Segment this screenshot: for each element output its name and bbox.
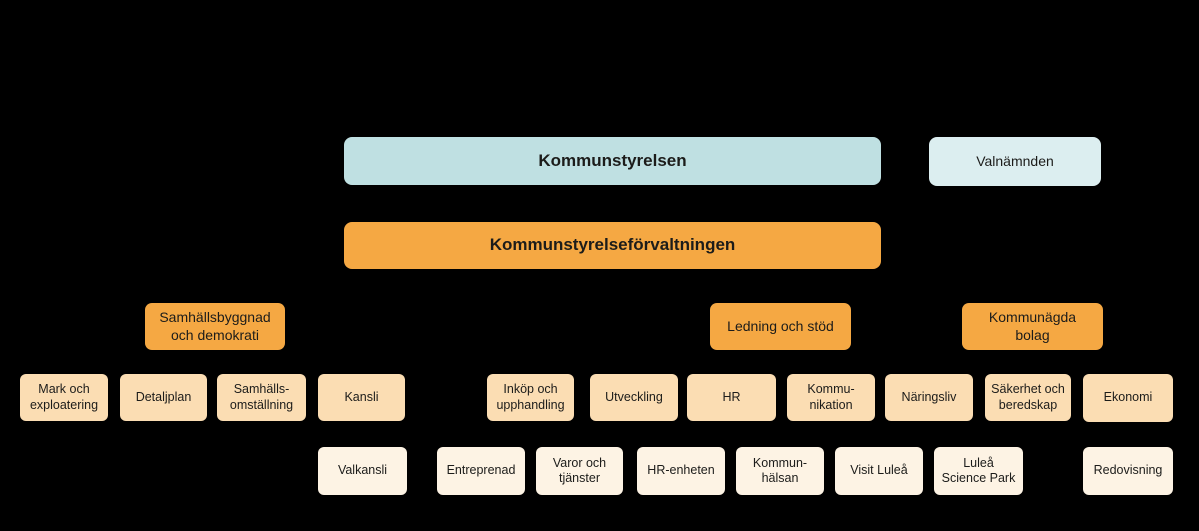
org-box-detaljplan: Detaljplan bbox=[120, 374, 207, 421]
org-box-ekonomi: Ekonomi bbox=[1083, 374, 1173, 422]
org-box-hr-enheten: HR-enheten bbox=[637, 447, 725, 495]
org-box-mark-och-exploatering: Mark och exploatering bbox=[20, 374, 108, 421]
org-box-naringsliv: Näringsliv bbox=[885, 374, 973, 421]
org-box-kommunstyrelsen: Kommunstyrelsen bbox=[344, 137, 881, 185]
org-box-varor-och-tjanster: Varor och tjänster bbox=[536, 447, 623, 495]
org-box-entreprenad: Entreprenad bbox=[437, 447, 525, 495]
org-box-visit-lulea: Visit Luleå bbox=[835, 447, 923, 495]
org-box-kansli: Kansli bbox=[318, 374, 405, 421]
org-box-samhallsomstallning: Samhälls- omställning bbox=[217, 374, 306, 421]
org-box-hr: HR bbox=[687, 374, 776, 421]
org-box-ledning-och-stod: Ledning och stöd bbox=[710, 303, 851, 350]
org-box-kommunagda-bolag: Kommunägda bolag bbox=[962, 303, 1103, 350]
org-box-sakerhet-och-beredskap: Säkerhet och beredskap bbox=[985, 374, 1071, 421]
org-box-valkansli: Valkansli bbox=[318, 447, 407, 495]
org-box-redovisning: Redovisning bbox=[1083, 447, 1173, 495]
org-box-lulea-science-park: Luleå Science Park bbox=[934, 447, 1023, 495]
org-box-samhallsbyggnad-och-demokrati: Samhällsbyggnad och demokrati bbox=[145, 303, 285, 350]
org-box-valnamnden: Valnämnden bbox=[929, 137, 1101, 186]
org-box-kommunhalsan: Kommun- hälsan bbox=[736, 447, 824, 495]
org-box-inkop-och-upphandling: Inköp och upphandling bbox=[487, 374, 574, 421]
org-box-kommunikation: Kommu- nikation bbox=[787, 374, 875, 421]
org-box-utveckling: Utveckling bbox=[590, 374, 678, 421]
org-box-kommunstyrelseforvaltningen: Kommunstyrelseförvaltningen bbox=[344, 222, 881, 269]
